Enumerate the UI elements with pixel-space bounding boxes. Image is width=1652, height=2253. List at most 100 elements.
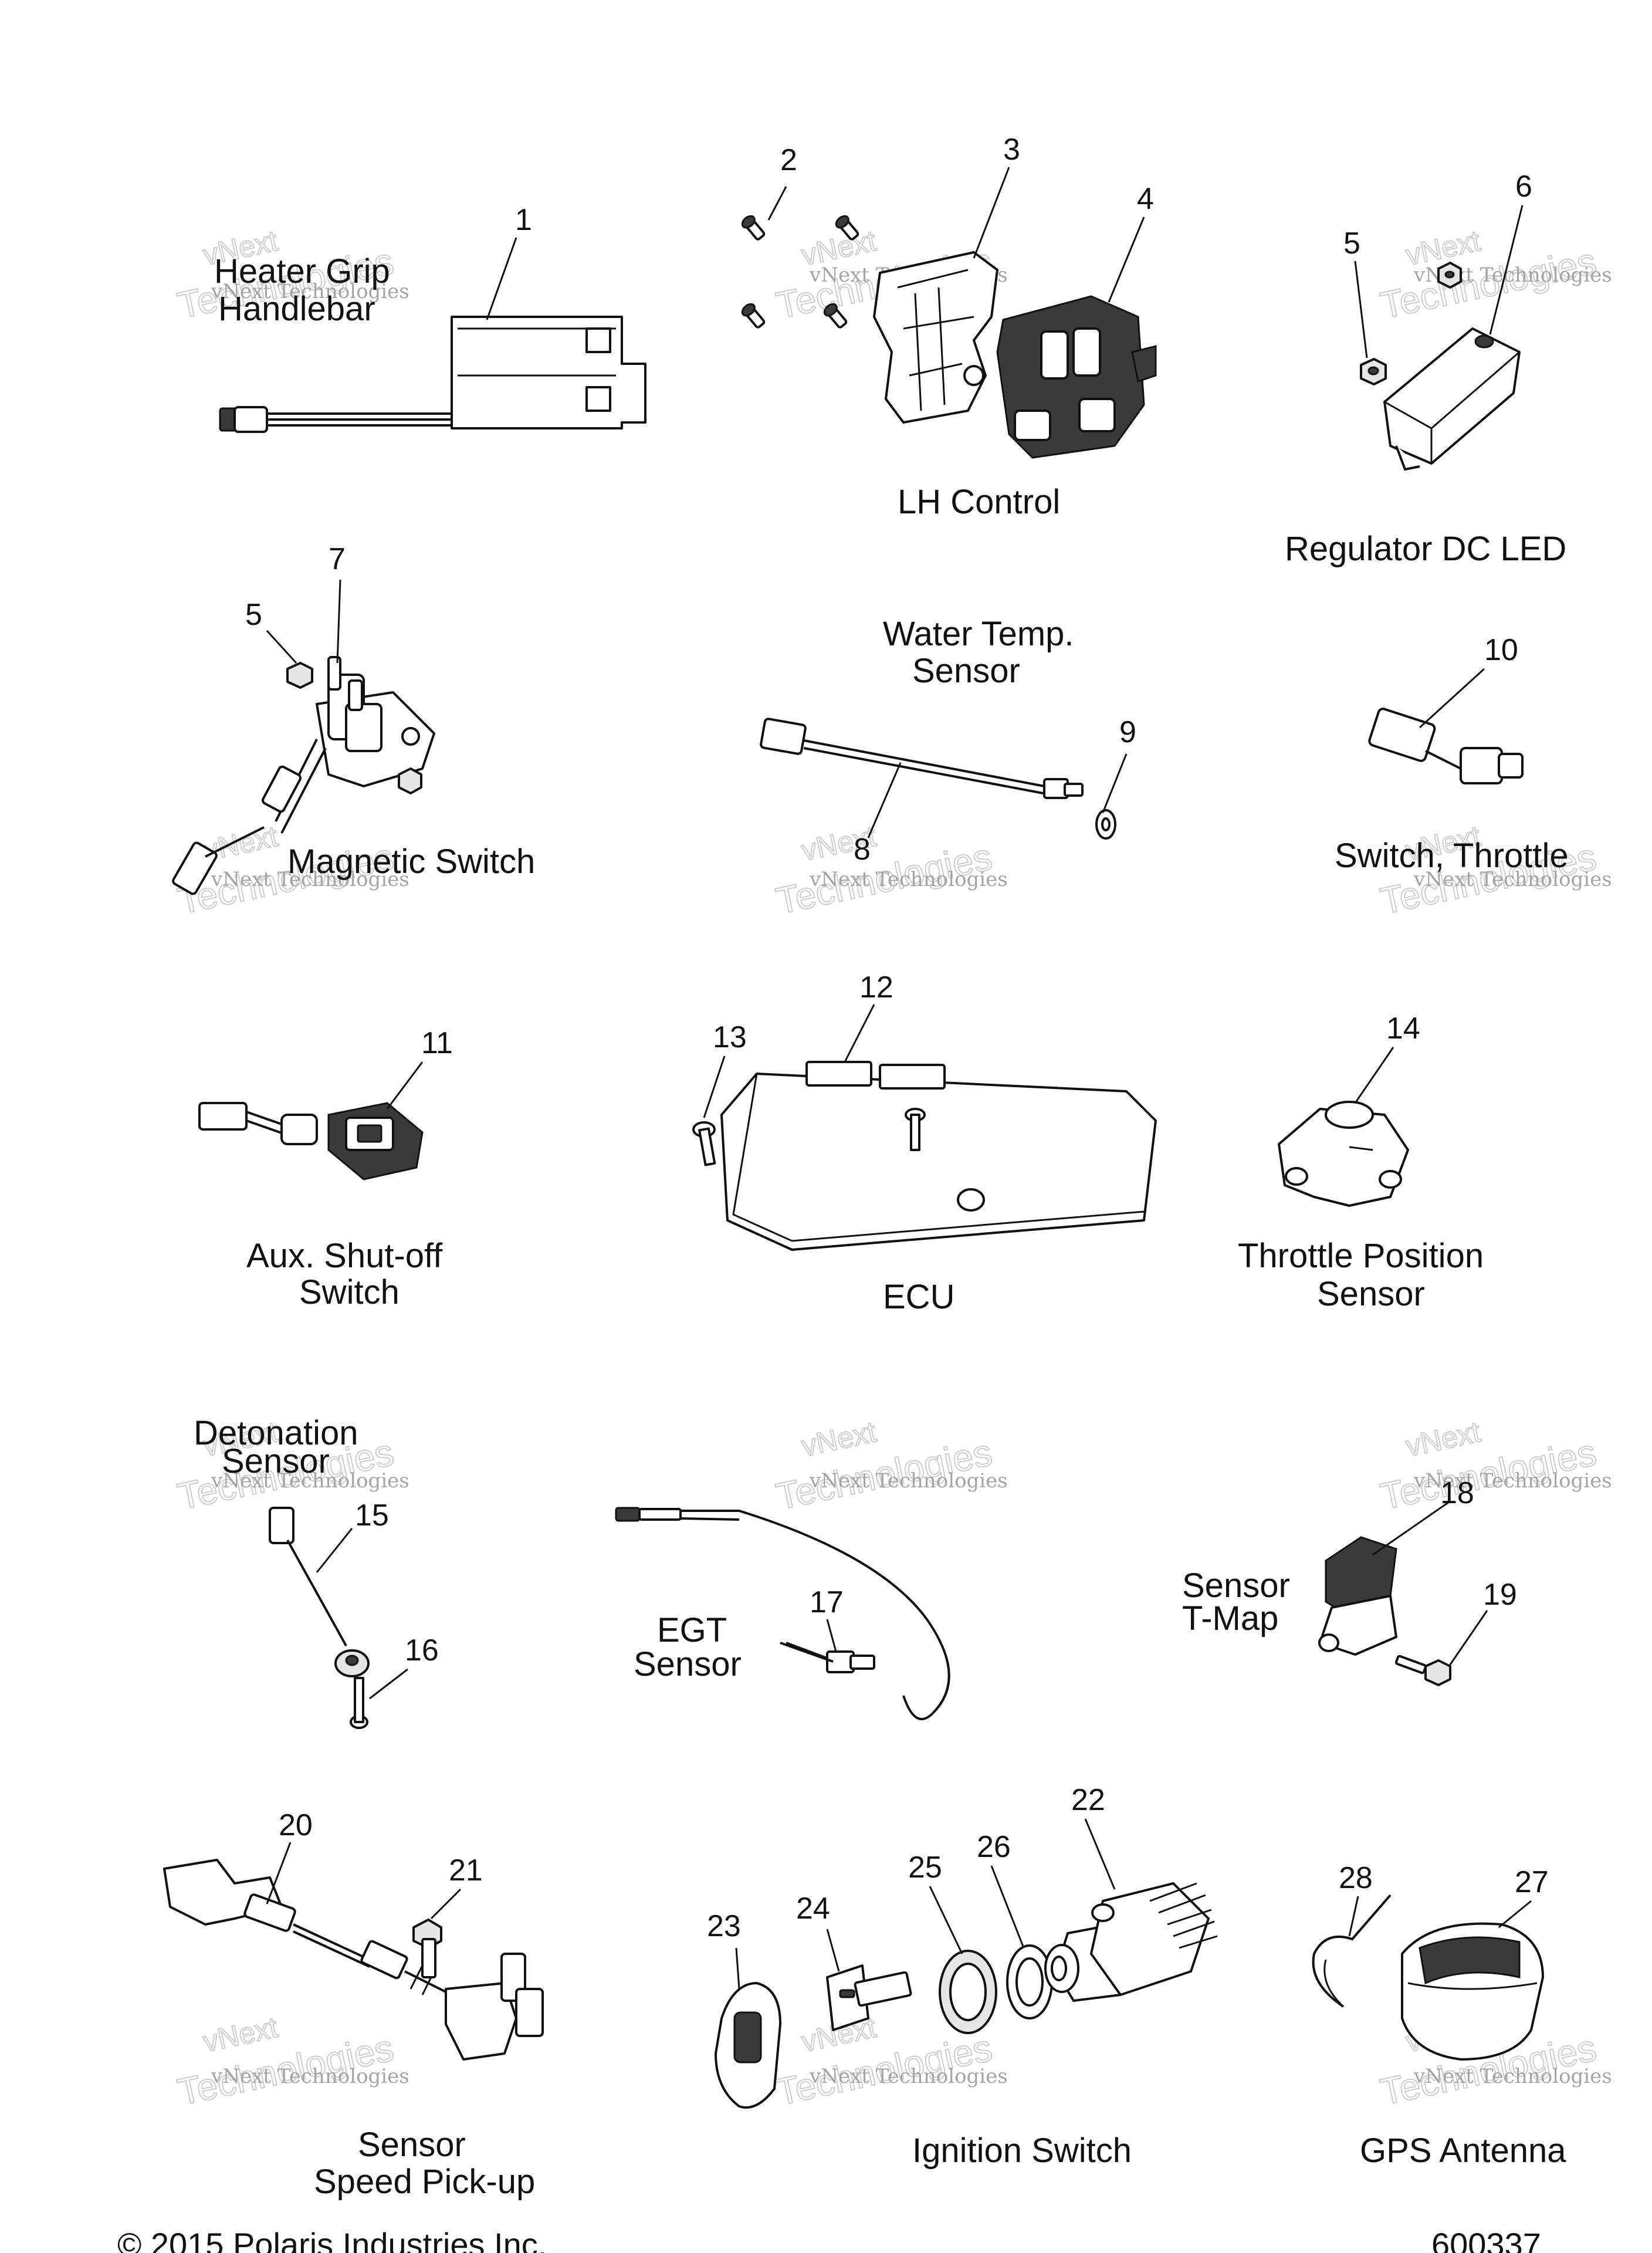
callout-3: 3 bbox=[1003, 133, 1020, 167]
callout-28: 28 bbox=[1339, 1861, 1373, 1895]
watermark-vnext: vNext bbox=[1403, 1415, 1483, 1463]
callout-25: 25 bbox=[908, 1851, 942, 1885]
ecu-label: ECU bbox=[883, 1278, 954, 1316]
aux-shutoff-switch-part bbox=[198, 1102, 424, 1180]
watermark-text: vNext Technologies bbox=[1413, 2065, 1612, 2088]
callout-10: 10 bbox=[1484, 633, 1518, 667]
callout-5-second: 5 bbox=[245, 598, 262, 632]
detonation-sensor-part bbox=[269, 1507, 370, 1677]
svg-text:Heater Grip: Heater Grip bbox=[214, 252, 390, 290]
watermark-text: vNext Technologies bbox=[809, 2065, 1008, 2088]
svg-text:T-Map: T-Map bbox=[1182, 1599, 1278, 1638]
heater-grip-label: Heater Grip Handlebar bbox=[214, 252, 390, 328]
svg-text:Sensor: Sensor bbox=[912, 652, 1020, 690]
heater-grip-handlebar-part bbox=[219, 316, 646, 433]
watermark-text: vNext Technologies bbox=[1413, 1469, 1612, 1493]
copyright-text: © 2015 Polaris Industries Inc. bbox=[117, 2226, 547, 2253]
svg-text:Handlebar: Handlebar bbox=[218, 290, 375, 328]
tmap-sensor-part bbox=[1318, 1536, 1397, 1656]
ignition-switch-body-part-22 bbox=[1044, 1882, 1218, 2002]
ignition-washer-part-26 bbox=[1006, 1944, 1053, 2019]
callout-11: 11 bbox=[421, 1026, 453, 1060]
watermark-text: vNext Technologies bbox=[809, 1469, 1008, 1493]
egt-sensor-part bbox=[615, 1507, 950, 1720]
cable-tie-part-28 bbox=[1312, 1894, 1392, 2008]
ignition-key-part-24 bbox=[826, 1964, 912, 2031]
nut-part-6 bbox=[1437, 262, 1462, 289]
callout-1: 1 bbox=[515, 203, 532, 237]
callout-2: 2 bbox=[780, 143, 797, 177]
callout-27: 27 bbox=[1515, 1865, 1549, 1899]
lh-control-label: LH Control bbox=[898, 483, 1060, 521]
callout-24: 24 bbox=[796, 1892, 830, 1926]
svg-text:Switch: Switch bbox=[299, 1273, 400, 1311]
ignition-switch-label: Ignition Switch bbox=[912, 2132, 1132, 2170]
callout-4: 4 bbox=[1137, 182, 1154, 216]
svg-text:Sensor: Sensor bbox=[358, 2126, 466, 2164]
magnetic-switch-part bbox=[172, 656, 435, 895]
watermark-text: vNext Technologies bbox=[211, 868, 409, 891]
bolt-part-13 bbox=[692, 1121, 716, 1166]
bolt-part-19 bbox=[1394, 1655, 1451, 1686]
callout-22: 22 bbox=[1071, 1783, 1105, 1817]
svg-text:Sensor: Sensor bbox=[222, 1442, 330, 1480]
throttle-position-label: Throttle Position Sensor bbox=[1238, 1237, 1484, 1313]
drawing-number: 600337 bbox=[1431, 2226, 1541, 2253]
svg-text:Sensor: Sensor bbox=[634, 1645, 742, 1683]
water-temp-label: Water Temp. Sensor bbox=[883, 615, 1074, 690]
switch-throttle-part bbox=[1368, 708, 1524, 784]
nut-part-5-magnetic bbox=[286, 662, 422, 794]
callout-6: 6 bbox=[1515, 170, 1532, 204]
svg-text:EGT: EGT bbox=[657, 1611, 727, 1649]
washer-part-9 bbox=[1095, 809, 1116, 840]
callout-17: 17 bbox=[810, 1585, 844, 1619]
speed-pickup-sensor-part bbox=[163, 1859, 544, 2061]
callout-26: 26 bbox=[977, 1830, 1011, 1864]
callout-19: 19 bbox=[1483, 1578, 1517, 1612]
callout-9: 9 bbox=[1119, 715, 1136, 749]
bolt-part-21 bbox=[412, 1919, 442, 1978]
callout-18: 18 bbox=[1440, 1476, 1474, 1510]
regulator-part bbox=[1383, 327, 1521, 471]
magnetic-switch-label: Magnetic Switch bbox=[287, 843, 535, 881]
callout-21: 21 bbox=[449, 1853, 483, 1887]
bolt-part-16 bbox=[350, 1677, 368, 1729]
ignition-nut-part-25 bbox=[939, 1950, 997, 2034]
callout-13: 13 bbox=[713, 1020, 747, 1054]
svg-text:Detonation: Detonation bbox=[194, 1414, 358, 1452]
watermark-vnext: vNext bbox=[200, 2011, 280, 2058]
watermark-vnext: vNext bbox=[798, 1415, 879, 1463]
tmap-label: Sensor T-Map bbox=[1182, 1567, 1290, 1638]
gps-antenna-label: GPS Antenna bbox=[1360, 2132, 1566, 2170]
svg-text:Speed Pick-up: Speed Pick-up bbox=[314, 2163, 535, 2201]
svg-text:Sensor: Sensor bbox=[1182, 1567, 1290, 1605]
lh-control-switch-pod-part bbox=[996, 295, 1157, 459]
callout-15: 15 bbox=[355, 1498, 389, 1533]
watermark-text: vNext Technologies bbox=[809, 868, 1008, 891]
egt-label: EGT Sensor bbox=[634, 1611, 742, 1683]
svg-text:Throttle Position: Throttle Position bbox=[1238, 1237, 1484, 1275]
watermark-text: vNext Technologies bbox=[211, 1469, 409, 1493]
ignition-cap-part-23 bbox=[715, 1982, 781, 2109]
svg-text:Water Temp.: Water Temp. bbox=[883, 615, 1074, 653]
watermark-text: vNext Technologies bbox=[211, 2065, 409, 2088]
callout-8: 8 bbox=[854, 833, 871, 867]
regulator-label: Regulator DC LED bbox=[1285, 530, 1566, 568]
screws-part-2 bbox=[741, 215, 859, 329]
detonation-label: Detonation Sensor bbox=[194, 1414, 358, 1480]
svg-text:Sensor: Sensor bbox=[1317, 1275, 1425, 1313]
gps-antenna-part-27 bbox=[1401, 1922, 1544, 2061]
callout-12: 12 bbox=[859, 970, 893, 1004]
callout-20: 20 bbox=[279, 1808, 313, 1842]
water-temp-sensor-part bbox=[760, 718, 1084, 799]
aux-shutoff-label: Aux. Shut-off Switch bbox=[246, 1237, 443, 1311]
speed-pickup-label: Sensor Speed Pick-up bbox=[314, 2126, 535, 2201]
watermark-text: vNext Technologies bbox=[1413, 868, 1612, 891]
nut-part-5 bbox=[1360, 358, 1387, 385]
lh-control-housing-part bbox=[873, 251, 998, 424]
ecu-part bbox=[720, 1061, 1157, 1251]
callout-14: 14 bbox=[1386, 1012, 1420, 1046]
switch-throttle-label: Switch, Throttle bbox=[1335, 837, 1569, 875]
callout-5: 5 bbox=[1343, 226, 1360, 261]
